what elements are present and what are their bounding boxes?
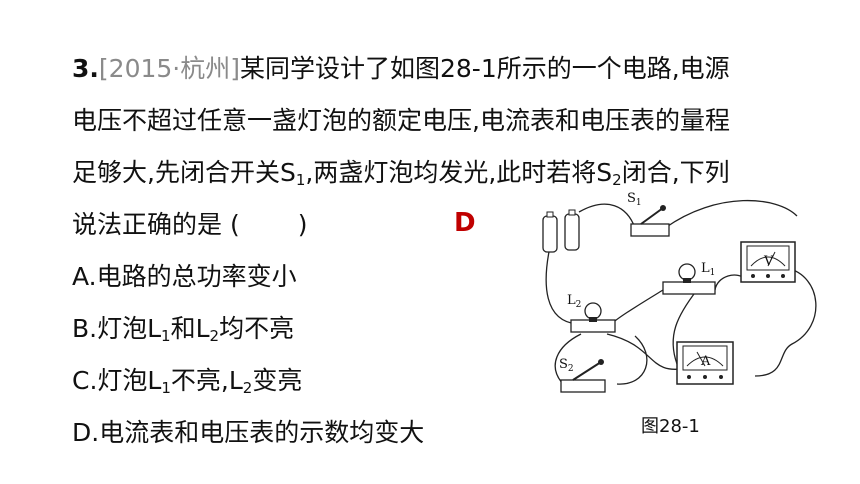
option-b-text-3: 均不亮 (219, 314, 295, 343)
question-number: 3. (72, 54, 99, 83)
option-a: A.电路的总功率变小 (72, 262, 297, 292)
wire (616, 335, 648, 385)
lamp-l1 (662, 263, 716, 295)
wire (672, 289, 698, 365)
option-b: B.灯泡L1和L2均不亮 (72, 314, 294, 344)
wire (554, 333, 582, 385)
question-source: [2015·杭州] (98, 54, 240, 83)
question-text-3c: 闭合,下列 (621, 158, 730, 187)
label-s1: S1 (627, 191, 642, 208)
question-line-4: 说法正确的是 () (72, 210, 307, 240)
question-text-3a: 足够大,先闭合开关S (72, 158, 296, 187)
answer-mark: D (454, 208, 476, 238)
wire (578, 203, 636, 229)
switch-s2 (560, 359, 606, 393)
battery-2 (564, 209, 580, 251)
option-c-text-3: 变亮 (252, 366, 303, 395)
wire (606, 333, 688, 370)
figure-caption: 图28-1 (641, 416, 700, 437)
option-c-sub-1: 1 (161, 379, 171, 397)
wire (608, 289, 664, 327)
voltmeter: V (740, 241, 796, 283)
question-paren-close: ) (297, 210, 308, 239)
wire (545, 241, 578, 325)
label-s2: S2 (559, 357, 574, 374)
label-l2: L2 (567, 293, 581, 310)
option-d: D.电流表和电压表的示数均变大 (72, 418, 424, 448)
circuit-diagram: S1 L1 V L2 A S2 (542, 191, 817, 393)
option-c-text-1: C.灯泡L (72, 366, 162, 395)
question-text-2: 电压不超过任意一盏灯泡的额定电压,电流表和电压表的量程 (72, 106, 730, 135)
option-b-sub-1: 1 (161, 327, 171, 345)
option-c-sub-2: 2 (242, 379, 253, 397)
question-sub-s2: 2 (612, 171, 622, 189)
option-c: C.灯泡L1不亮,L2变亮 (72, 366, 302, 396)
wire (754, 267, 817, 377)
label-l1: L1 (701, 261, 715, 278)
ammeter-symbol: A (700, 354, 711, 369)
ammeter: A (676, 341, 734, 385)
option-b-text-2: 和L (170, 314, 210, 343)
question-text-4: 说法正确的是 ( (72, 210, 240, 239)
wire (664, 199, 798, 229)
option-b-sub-2: 2 (209, 327, 220, 345)
battery-1 (542, 211, 558, 253)
switch-s1 (630, 205, 670, 237)
question-line-1: 3.[2015·杭州]某同学设计了如图28-1所示的一个电路,电源 (72, 54, 730, 84)
option-c-text-2: 不亮,L (170, 366, 243, 395)
option-a-text: A.电路的总功率变小 (72, 262, 297, 291)
question-text-1: 某同学设计了如图28-1所示的一个电路,电源 (239, 54, 730, 83)
question-text-3b: ,两盏灯泡均发光,此时若将S (305, 158, 613, 187)
option-b-text-1: B.灯泡L (72, 314, 162, 343)
voltmeter-symbol: V (763, 254, 774, 269)
question-line-2: 电压不超过任意一盏灯泡的额定电压,电流表和电压表的量程 (72, 106, 730, 136)
option-d-text: D.电流表和电压表的示数均变大 (72, 418, 425, 447)
question-line-3: 足够大,先闭合开关S1,两盏灯泡均发光,此时若将S2闭合,下列 (72, 158, 730, 188)
question-sub-s1: 1 (295, 171, 306, 189)
lamp-l2 (570, 302, 616, 333)
